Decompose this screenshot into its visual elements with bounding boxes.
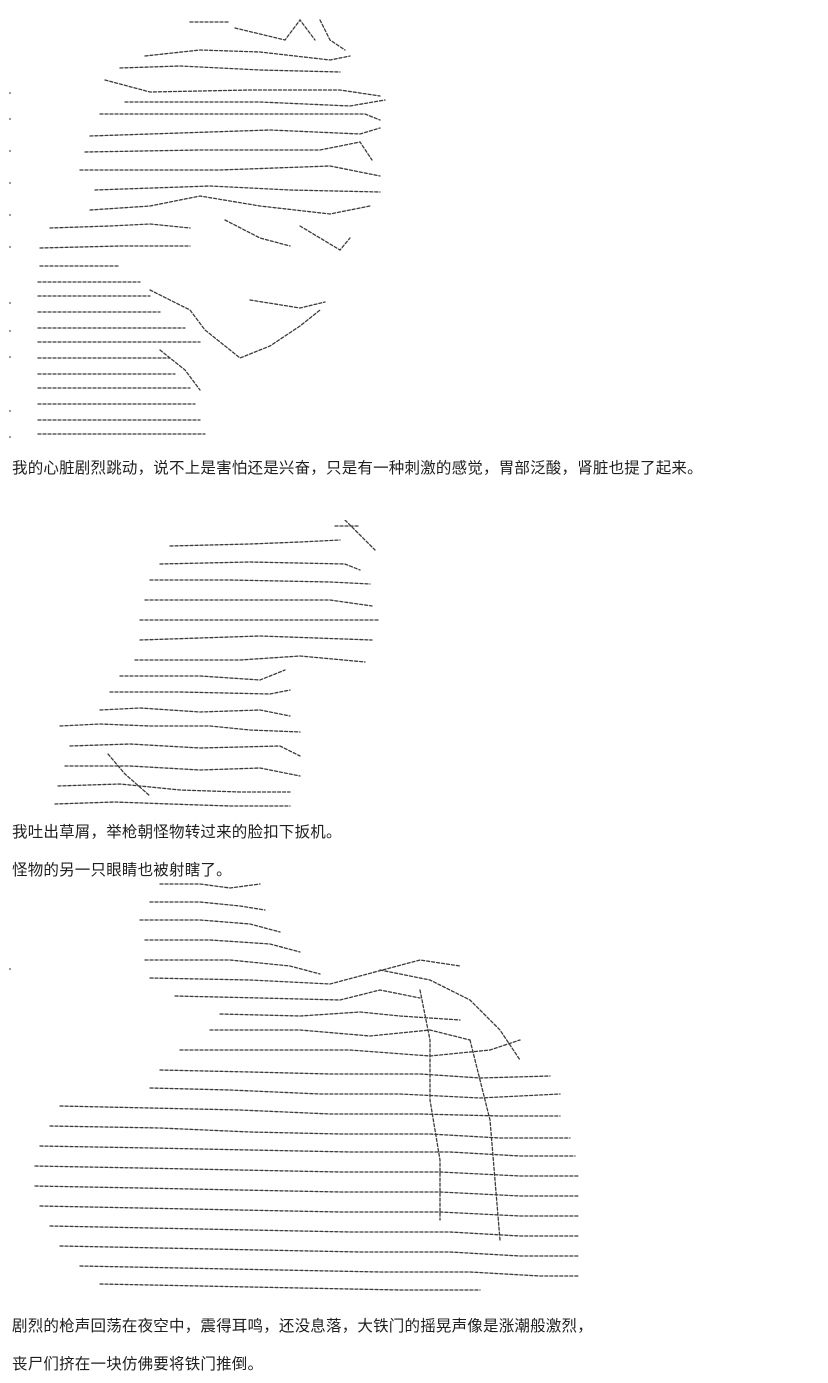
ascii-art-figure-3 — [0, 880, 828, 1300]
caption-line-5: 丧尸们挤在一块仿佛要将铁门推倒。 — [12, 1355, 264, 1373]
caption-line-1: 我的心脏剧烈跳动，说不上是害怕还是兴奋，只是有一种刺激的感觉，胃部泛酸，肾脏也提… — [12, 459, 703, 477]
margin-dot-lower — [9, 0, 11, 1000]
margin-dots — [9, 0, 11, 450]
caption-line-3: 怪物的另一只眼睛也被射瞎了。 — [12, 861, 232, 879]
caption-line-2: 我吐出草屑，举枪朝怪物转过来的脸扣下扳机。 — [12, 823, 342, 841]
caption-line-4: 剧烈的枪声回荡在夜空中，震得耳鸣，还没息落，大铁门的摇晃声像是涨潮般激烈， — [12, 1317, 593, 1335]
ascii-art-figure-2 — [0, 520, 828, 810]
ascii-art-figure-1 — [0, 10, 828, 440]
